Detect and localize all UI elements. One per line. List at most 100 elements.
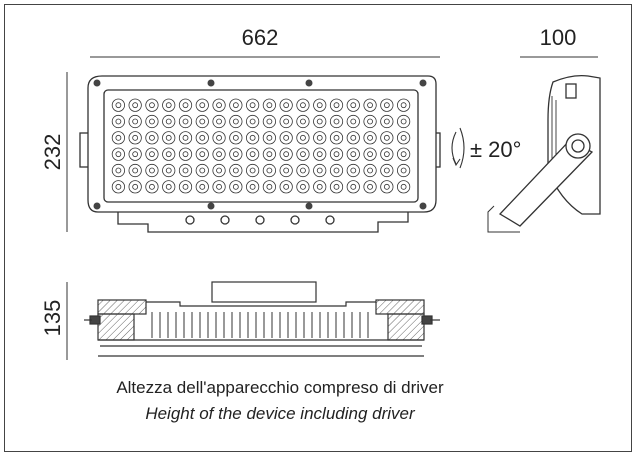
led-lens: [296, 131, 310, 145]
led-lens: [262, 98, 276, 112]
drawing-frame: [4, 4, 632, 452]
led-lens: [162, 98, 176, 112]
led-lens: [296, 147, 310, 161]
led-emitter: [232, 183, 239, 190]
led-emitter: [367, 183, 373, 190]
led-emitter: [400, 151, 407, 158]
led-lens: [380, 114, 394, 129]
led-emitter: [350, 102, 357, 109]
led-lens: [329, 131, 344, 145]
led-emitter: [149, 134, 155, 141]
led-emitter: [333, 167, 340, 174]
led-lens: [246, 180, 260, 194]
led-lens: [162, 114, 176, 129]
led-emitter: [132, 151, 139, 158]
led-lens: [246, 147, 260, 161]
led-emitter: [199, 151, 206, 158]
led-emitter: [115, 134, 122, 141]
led-lens: [363, 114, 377, 129]
led-emitter: [182, 167, 189, 174]
led-lens: [346, 163, 360, 178]
led-emitter: [316, 151, 323, 158]
led-lens: [229, 114, 243, 129]
led-emitter: [165, 118, 172, 125]
led-emitter: [300, 118, 306, 125]
led-emitter: [266, 183, 273, 190]
led-emitter: [367, 151, 373, 158]
led-lens: [329, 147, 344, 161]
led-lens: [145, 114, 159, 129]
led-lens: [145, 131, 159, 145]
led-lens: [279, 163, 293, 178]
led-emitter: [316, 102, 323, 109]
led-lens: [178, 131, 193, 145]
led-lens: [145, 180, 159, 194]
led-lens: [329, 180, 344, 194]
led-emitter: [232, 134, 239, 141]
led-emitter: [367, 102, 373, 109]
led-lens: [279, 147, 293, 161]
led-emitter: [350, 183, 357, 190]
heat-sink-fins: [151, 312, 369, 338]
led-lens: [363, 131, 377, 145]
led-emitter: [199, 102, 206, 109]
led-lens: [262, 131, 276, 145]
led-lens: [397, 131, 411, 145]
led-emitter: [333, 183, 340, 190]
led-lens: [145, 98, 159, 112]
led-lens: [279, 180, 293, 194]
led-lens: [212, 114, 226, 129]
led-lens: [346, 180, 360, 194]
led-emitter: [383, 134, 390, 141]
led-emitter: [249, 102, 256, 109]
led-lens: [380, 163, 394, 178]
led-emitter: [216, 134, 222, 141]
led-lens: [262, 163, 276, 178]
section-view: [84, 281, 440, 357]
led-emitter: [300, 183, 306, 190]
led-lens: [346, 147, 360, 161]
led-emitter: [132, 118, 139, 125]
led-emitter: [182, 118, 189, 125]
led-lens: [195, 163, 209, 178]
led-lens: [246, 163, 260, 178]
led-emitter: [132, 102, 139, 109]
led-lens: [346, 114, 360, 129]
led-emitter: [149, 151, 155, 158]
led-lens: [262, 180, 276, 194]
led-emitter: [316, 134, 323, 141]
led-emitter: [216, 183, 222, 190]
led-lens: [313, 114, 327, 129]
led-lens: [128, 114, 142, 129]
led-emitter: [383, 183, 390, 190]
led-emitter: [115, 183, 122, 190]
led-emitter: [333, 151, 340, 158]
caption-english: Height of the device including driver: [145, 404, 415, 423]
led-emitter: [165, 151, 172, 158]
led-lens: [178, 98, 193, 112]
driver-height-dimension-label: 135: [40, 300, 65, 337]
led-lens: [380, 180, 394, 194]
led-lens: [279, 98, 293, 112]
led-emitter: [333, 134, 340, 141]
led-lens: [313, 180, 327, 194]
led-emitter: [266, 118, 273, 125]
led-lens: [296, 180, 310, 194]
led-lens: [212, 98, 226, 112]
led-lens: [363, 163, 377, 178]
led-lens: [380, 147, 394, 161]
led-lens: [329, 114, 344, 129]
led-lens: [162, 163, 176, 178]
led-lens: [162, 180, 176, 194]
led-lens: [279, 131, 293, 145]
led-lens: [229, 98, 243, 112]
led-array: [111, 98, 411, 194]
led-lens: [145, 163, 159, 178]
led-lens: [246, 131, 260, 145]
led-lens: [111, 180, 125, 194]
led-emitter: [350, 118, 357, 125]
led-emitter: [266, 102, 273, 109]
led-emitter: [149, 102, 155, 109]
led-emitter: [115, 102, 122, 109]
